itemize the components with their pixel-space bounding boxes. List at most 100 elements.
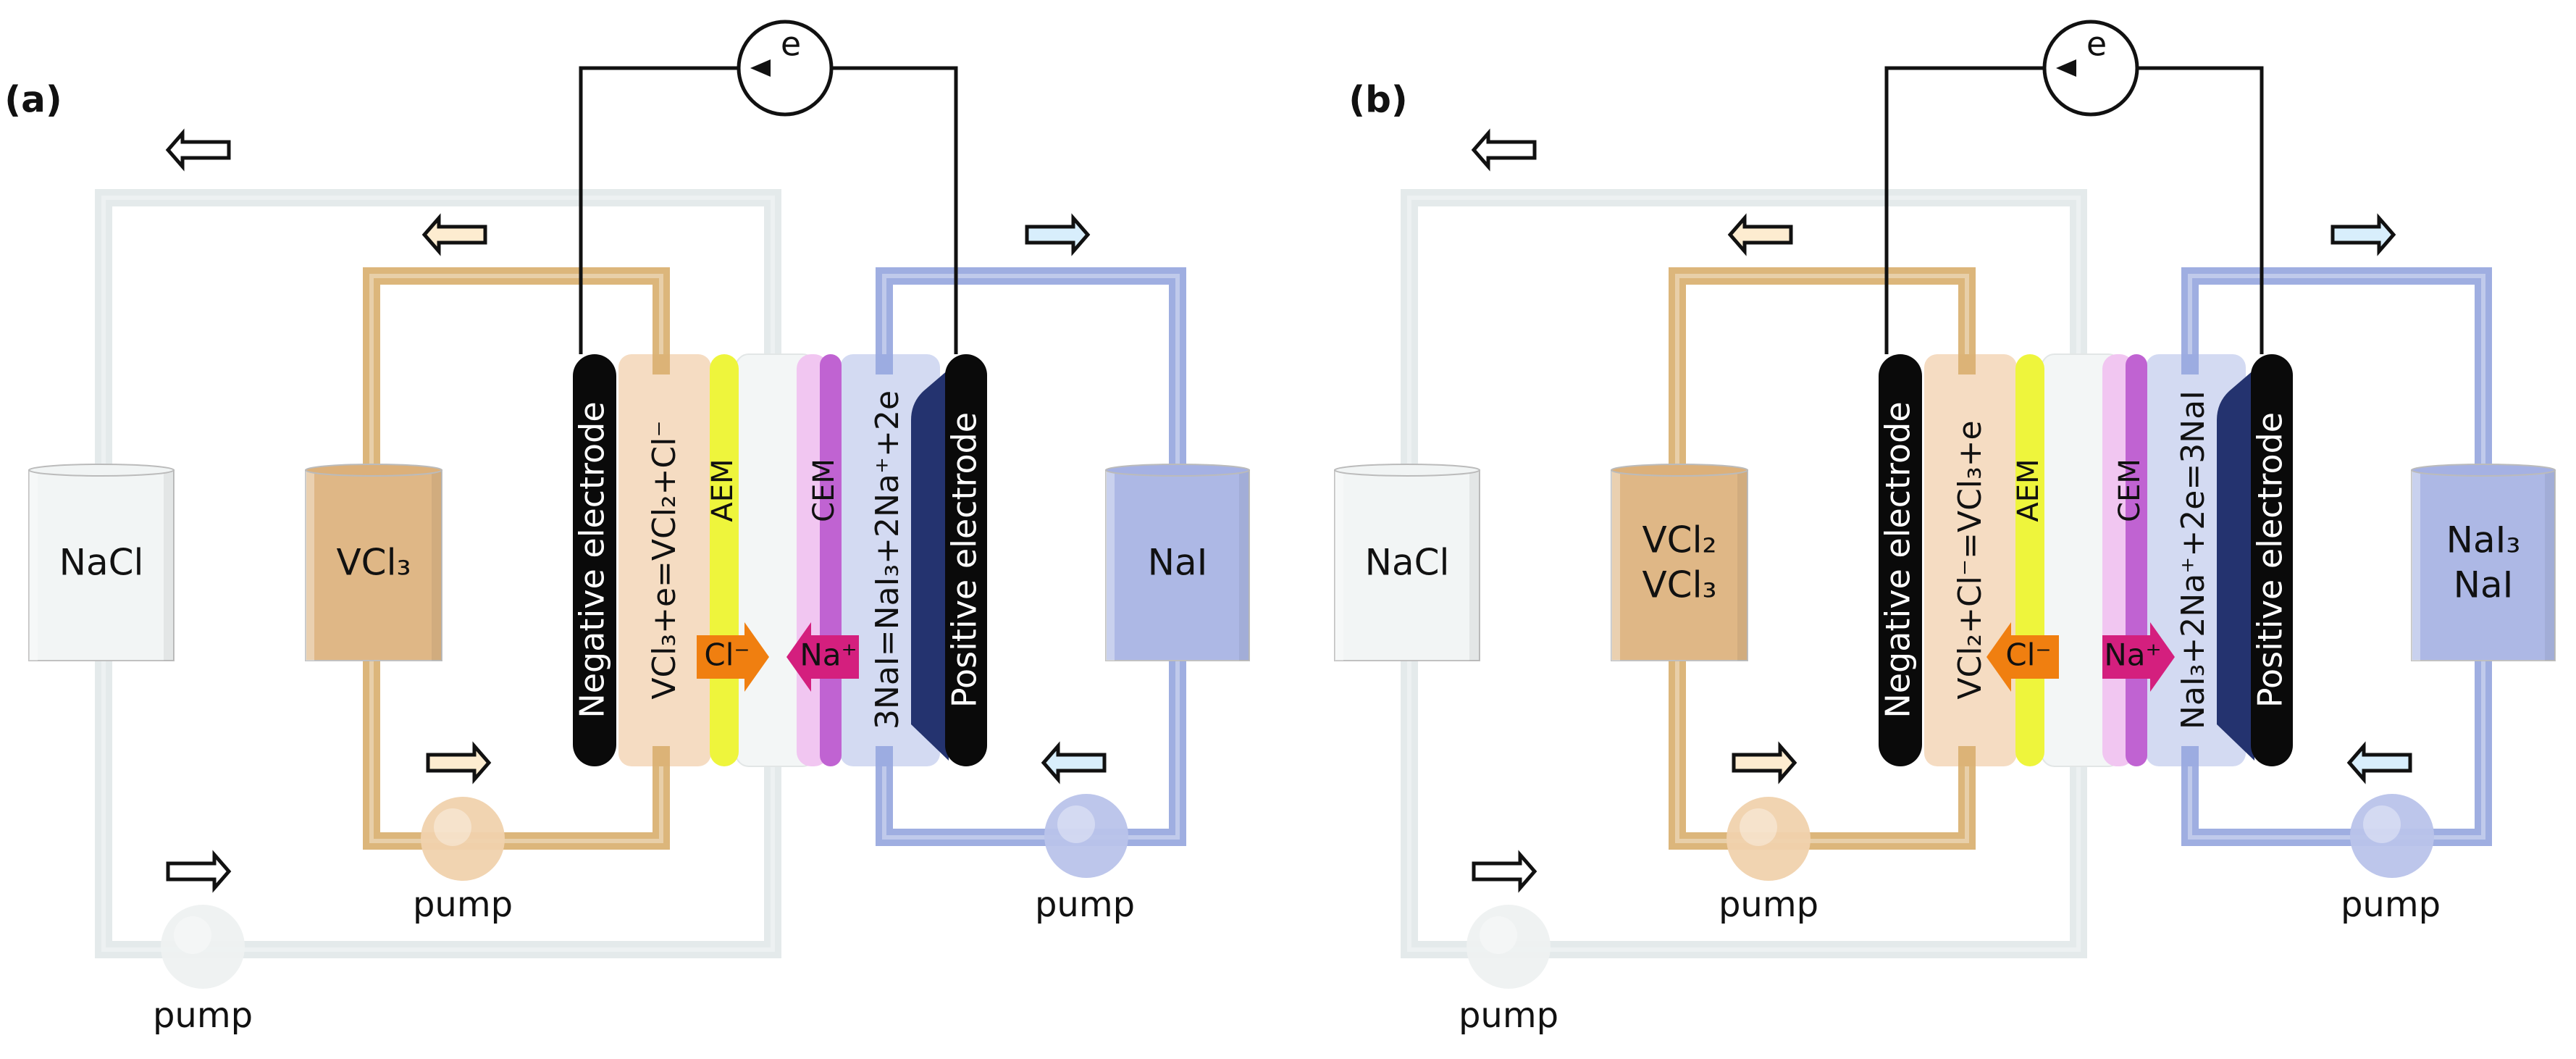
- vcl-tank-label: VCl₃: [336, 542, 411, 584]
- nacl-pipe-bottom-highlight: [101, 661, 775, 952]
- nai-pump: [1044, 794, 1128, 878]
- nacl-tank: [1334, 464, 1480, 661]
- nacl-tank-top: [1334, 464, 1480, 477]
- nacl-pump-label: pump: [1459, 995, 1558, 1036]
- nacl-pump-label: pump: [153, 995, 253, 1036]
- nacl-flow-arrow-left-icon: [1471, 128, 1537, 172]
- nacl-pipe-bottom: [95, 661, 781, 958]
- vcl-pump: [421, 797, 505, 881]
- vcl-pump-shine: [434, 808, 471, 846]
- electron-direction-arrow-icon: [2056, 59, 2076, 77]
- negative-compartment: [618, 354, 711, 766]
- na-ion-arrow-left-icon: [786, 622, 859, 692]
- positive-reaction-label: NaI₃+2Na⁺+2e=3NaI: [2175, 390, 2212, 729]
- negative-electrode: [573, 354, 616, 766]
- cem-membrane: [820, 354, 842, 766]
- vcl-pipe-top: [363, 267, 670, 470]
- nai-pump-label: pump: [2341, 884, 2441, 925]
- na-ion-label: Na⁺: [2104, 637, 2161, 673]
- vcl-flow-arrow-right-icon: [1732, 741, 1797, 784]
- negative-reaction-label: VCl₂+Cl⁻=VCl₃+e: [1952, 420, 1989, 699]
- vcl-pump-label: pump: [1719, 884, 1818, 925]
- cl-ion-label: Cl⁻: [704, 637, 750, 673]
- nai-pump-label: pump: [1035, 884, 1135, 925]
- vcl-tank-shade: [432, 470, 442, 661]
- nai-pipe-top-highlight: [2188, 274, 2485, 470]
- nacl-tank-shade: [164, 470, 174, 661]
- vcl-tank-shine: [306, 470, 314, 661]
- positive-electrode: [2251, 354, 2293, 766]
- nacl-pump-shine: [1480, 916, 1517, 954]
- nacl-flow-arrow-right-icon: [166, 850, 232, 893]
- nacl-tank: [28, 464, 175, 661]
- vcl-tank-top: [1611, 464, 1748, 477]
- nacl-pipe-bottom-highlight: [1407, 661, 2081, 952]
- nacl-flow-arrow-right-icon: [1472, 850, 1537, 893]
- nacl-flow-arrow-left-icon: [165, 128, 231, 172]
- nai-flow-arrow-left-icon: [1041, 741, 1107, 784]
- aem-label: AEM: [2012, 459, 2045, 522]
- negative-reaction-label: VCl₃+e=VCl₂+Cl⁻: [646, 420, 683, 699]
- vcl-pipe-bottom: [1669, 661, 1976, 850]
- vcl-pipe-port: [1958, 746, 1976, 766]
- nai-tank: [2411, 464, 2556, 661]
- nai-pipe-port: [876, 746, 893, 766]
- nacl-tank-shine: [1335, 470, 1343, 661]
- vcl-pipe-top: [1669, 267, 1976, 470]
- nai-flow-arrow-right-icon: [1025, 213, 1091, 256]
- cem-label: CEM: [2113, 459, 2147, 522]
- positive-electrode-label: Positive electrode: [2251, 412, 2290, 708]
- cl-ion-arrow-left-icon: [1986, 622, 2059, 692]
- nai-tank-top: [1105, 464, 1250, 477]
- nai-tank-label: NaI: [1148, 542, 1208, 584]
- nacl-tank-body: [28, 469, 175, 661]
- vcl-flow-arrow-left-icon: [421, 213, 487, 256]
- nacl-tank-label: NaCl: [1365, 542, 1450, 584]
- vcl-pipe-top-highlight: [369, 274, 663, 470]
- positive-electrode-layer: [2217, 369, 2254, 761]
- cl-ion-arrow-right-icon: [697, 622, 769, 692]
- nai-flow-arrow-right-icon: [2330, 213, 2396, 256]
- nai-tank: [1105, 464, 1250, 661]
- nai-pump: [2350, 794, 2434, 878]
- vcl-pipe-port: [653, 746, 670, 766]
- nacl-tank-shine: [29, 470, 38, 661]
- nacl-pump: [1467, 905, 1551, 989]
- vcl-pipe-port: [653, 354, 670, 374]
- nacl-pipe-bottom: [1401, 661, 2087, 958]
- aem-membrane: [710, 354, 739, 766]
- vcl-tank-label: VCl₃: [1642, 564, 1716, 606]
- nai-pipe-top: [2181, 267, 2492, 470]
- aem-label: AEM: [706, 459, 739, 522]
- nai-pipe-port: [2181, 746, 2199, 766]
- vcl-pump: [1727, 797, 1811, 881]
- vcl-pipe-top-highlight: [1675, 274, 1969, 470]
- negative-electrode: [1879, 354, 1922, 766]
- vcl-tank-shine: [1611, 470, 1620, 661]
- nacl-pump-shine: [174, 916, 211, 954]
- vcl-tank: [305, 464, 442, 661]
- nacl-tank-shade: [1469, 470, 1480, 661]
- electron-label: e: [2086, 25, 2107, 64]
- nai-pipe-top: [876, 267, 1186, 470]
- nai-tank-shade: [2545, 470, 2555, 661]
- nai-pipe-bottom: [876, 661, 1186, 846]
- vcl-flow-arrow-left-icon: [1727, 213, 1793, 256]
- nacl-pipe-top-highlight: [101, 196, 775, 470]
- nai-tank-shine: [1106, 470, 1115, 661]
- cem-membrane: [2126, 354, 2147, 766]
- vcl-pump-shine: [1740, 808, 1777, 846]
- nacl-tank-top: [28, 464, 175, 477]
- na-ion-label: Na⁺: [800, 637, 857, 673]
- vcl-tank: [1611, 464, 1748, 661]
- vcl-tank-body: [305, 469, 442, 661]
- positive-reaction-label: 3NaI=NaI₃+2Na⁺+2e: [869, 390, 906, 729]
- na-ion-arrow-right-icon: [2102, 622, 2175, 692]
- nai-pipe-port: [2181, 354, 2199, 374]
- nacl-tank-label: NaCl: [59, 542, 144, 584]
- nacl-pipe-top: [95, 189, 781, 470]
